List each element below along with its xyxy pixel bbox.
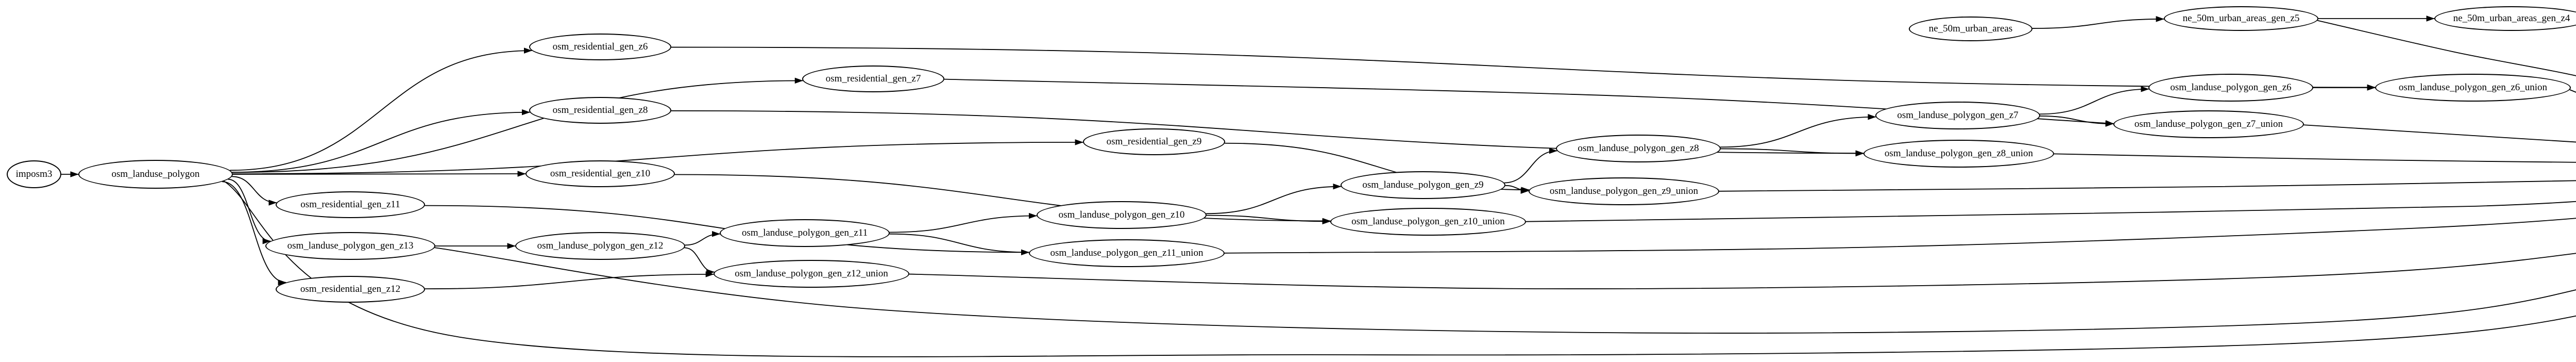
- edge-osm_residential_gen_z10-to-osm_landuse_polygon_gen_z10_union: [674, 174, 1331, 224]
- node-label: osm_residential_gen_z11: [300, 199, 400, 210]
- edge-osm_landuse_polygon-to-osm_residential_gen_z6: [230, 47, 533, 171]
- edge-osm_landuse_polygon_gen_z13-to-layer_landuse-z13: [434, 247, 2576, 334]
- node-ne_50m_urban_areas_gen_z5: ne_50m_urban_areas_gen_z5: [2164, 6, 2318, 31]
- edge-osm_landuse_polygon_gen_z11_union-to-layer_landuse-z11: [1224, 218, 2576, 254]
- edge-osm_landuse_polygon_gen_z7-to-osm_landuse_polygon_gen_z7_union: [2040, 116, 2114, 127]
- node-label: osm_landuse_polygon_gen_z7_union: [2134, 119, 2283, 129]
- node-label: osm_landuse_polygon_gen_z9_union: [1549, 186, 1699, 196]
- node-osm_residential_gen_z11: osm_residential_gen_z11: [276, 191, 425, 218]
- node-osm_landuse_polygon: osm_landuse_polygon: [78, 160, 233, 189]
- node-label: osm_landuse_polygon_gen_z12_union: [735, 268, 888, 279]
- edge-osm_landuse_polygon_gen_z11-to-osm_landuse_polygon_gen_z11_union: [889, 233, 1030, 256]
- edge-osm_landuse_polygon_gen_z7_union-to-layer_landuse-z7: [2303, 124, 2576, 143]
- edge-osm_landuse_polygon_gen_z9-to-osm_landuse_polygon_gen_z8: [1504, 147, 1557, 184]
- node-label: imposm3: [15, 169, 53, 179]
- node-label: osm_landuse_polygon_gen_z10: [1058, 209, 1185, 220]
- edge-osm_landuse_polygon_gen_z12_union-to-layer_landuse-z12: [909, 253, 2576, 289]
- edge-ne_50m_urban_areas-to-ne_50m_urban_areas_gen_z5: [2032, 16, 2164, 29]
- node-osm_landuse_polygon_gen_z9_union: osm_landuse_polygon_gen_z9_union: [1529, 177, 1719, 205]
- node-osm_landuse_polygon_gen_z8: osm_landuse_polygon_gen_z8: [1556, 135, 1721, 162]
- node-label: ne_50m_urban_areas_gen_z5: [2182, 13, 2300, 24]
- edge-osm_landuse_polygon-to-osm_residential_gen_z12: [222, 181, 286, 286]
- node-label: osm_landuse_polygon_gen_z10_union: [1351, 216, 1505, 227]
- node-osm_landuse_polygon_gen_z6_union: osm_landuse_polygon_gen_z6_union: [2375, 74, 2571, 102]
- node-osm_residential_gen_z12: osm_residential_gen_z12: [276, 276, 425, 303]
- node-osm_landuse_polygon_gen_z9: osm_landuse_polygon_gen_z9: [1341, 171, 1505, 199]
- node-label: osm_landuse_polygon_gen_z11_union: [1050, 248, 1204, 258]
- node-label: osm_landuse_polygon_gen_z12: [537, 240, 664, 251]
- node-osm_residential_gen_z7: osm_residential_gen_z7: [802, 65, 944, 92]
- edge-osm_landuse_polygon_gen_z8_union-to-layer_landuse-z8: [2054, 153, 2576, 163]
- node-ne_50m_urban_areas_gen_z4: ne_50m_urban_areas_gen_z4: [2434, 6, 2576, 31]
- node-label: osm_landuse_polygon_gen_z8_union: [1884, 148, 2033, 159]
- node-osm_landuse_polygon_gen_z12: osm_landuse_polygon_gen_z12: [515, 232, 685, 260]
- edge-osm_landuse_polygon_gen_z9_union-to-layer_landuse-z9: [1719, 180, 2576, 192]
- node-label: osm_landuse_polygon_gen_z8: [1578, 143, 1699, 154]
- node-label: ne_50m_urban_areas_gen_z4: [2453, 13, 2570, 24]
- edge-osm_landuse_polygon_gen_z12-to-osm_landuse_polygon_gen_z12_union: [684, 247, 715, 275]
- node-osm_landuse_polygon_gen_z6: osm_landuse_polygon_gen_z6: [2148, 74, 2313, 102]
- edge-osm_landuse_polygon_gen_z6_union-to-layer_landuse-z6: [2569, 89, 2576, 93]
- edge-osm_landuse_polygon_gen_z8-to-osm_landuse_polygon_gen_z7: [1720, 114, 1876, 148]
- node-label: osm_landuse_polygon_gen_z9: [1362, 179, 1484, 190]
- node-osm_residential_gen_z10: osm_residential_gen_z10: [526, 160, 675, 187]
- edge-osm_landuse_polygon-to-osm_residential_gen_z8: [232, 109, 531, 173]
- node-label: osm_residential_gen_z7: [825, 73, 921, 84]
- edge-osm_residential_gen_z12-to-osm_landuse_polygon_gen_z12_union: [425, 271, 714, 290]
- edge-ne_50m_urban_areas_gen_z5-to-layer_landuse-z5: [2317, 20, 2576, 76]
- node-label: osm_landuse_polygon_gen_z6: [2170, 82, 2292, 93]
- node-label: ne_50m_urban_areas: [1928, 23, 2013, 34]
- edge-osm_landuse_polygon-to-osm_landuse_polygon_gen_z13: [228, 178, 271, 244]
- node-osm_landuse_polygon_gen_z8_union: osm_landuse_polygon_gen_z8_union: [1863, 140, 2054, 168]
- node-label: osm_residential_gen_z6: [552, 41, 648, 52]
- node-osm_landuse_polygon_gen_z10_union: osm_landuse_polygon_gen_z10_union: [1330, 208, 1526, 236]
- edge-osm_landuse_polygon-to-osm_residential_gen_z9: [232, 139, 1083, 174]
- node-label: osm_residential_gen_z10: [550, 168, 651, 179]
- edge-osm_residential_gen_z6-to-osm_landuse_polygon_gen_z6_union: [671, 46, 2376, 91]
- node-osm_landuse_polygon_gen_z7: osm_landuse_polygon_gen_z7: [1875, 102, 2040, 129]
- node-label: osm_landuse_polygon_gen_z13: [287, 240, 414, 251]
- node-osm_landuse_polygon_gen_z10: osm_landuse_polygon_gen_z10: [1037, 201, 1207, 229]
- node-label: osm_residential_gen_z9: [1106, 136, 1202, 147]
- node-label: osm_landuse_polygon_gen_z11: [741, 227, 868, 238]
- node-ne_50m_urban_areas: ne_50m_urban_areas: [1909, 17, 2032, 41]
- node-osm_residential_gen_z8: osm_residential_gen_z8: [529, 97, 671, 124]
- node-osm_landuse_polygon_gen_z13: osm_landuse_polygon_gen_z13: [265, 232, 435, 260]
- edge-group: [61, 15, 2576, 357]
- edge-osm_landuse_polygon_gen_z10_union-to-layer_landuse-z10: [1526, 201, 2576, 222]
- node-label: osm_landuse_polygon: [111, 169, 200, 179]
- node-osm_residential_gen_z6: osm_residential_gen_z6: [529, 34, 671, 60]
- edge-osm_landuse_polygon_gen_z11-to-osm_landuse_polygon_gen_z10: [889, 212, 1037, 233]
- node-label: osm_landuse_polygon_gen_z7: [1897, 110, 2019, 121]
- node-osm_landuse_polygon_gen_z12_union: osm_landuse_polygon_gen_z12_union: [714, 260, 909, 288]
- node-label: osm_landuse_polygon_gen_z6_union: [2398, 82, 2548, 93]
- edge-osm_landuse_polygon-to-osm_residential_gen_z11: [232, 176, 277, 206]
- edge-osm_landuse_polygon_gen_z10-to-osm_landuse_polygon_gen_z9: [1206, 183, 1342, 215]
- edge-osm_landuse_polygon-to-osm_residential_gen_z7: [232, 77, 803, 173]
- node-label: osm_residential_gen_z12: [300, 284, 401, 294]
- node-osm_landuse_polygon_gen_z11: osm_landuse_polygon_gen_z11: [720, 219, 890, 247]
- edge-osm_landuse_polygon-to-layer_landuse-z14plus: [224, 180, 2576, 357]
- node-osm_landuse_polygon_gen_z7_union: osm_landuse_polygon_gen_z7_union: [2113, 110, 2304, 138]
- edge-osm_landuse_polygon_gen_z7-to-osm_landuse_polygon_gen_z6: [2040, 86, 2149, 115]
- node-imposm3: imposm3: [7, 160, 61, 188]
- node-label: osm_residential_gen_z8: [552, 105, 648, 116]
- node-osm_landuse_polygon_gen_z11_union: osm_landuse_polygon_gen_z11_union: [1029, 239, 1225, 267]
- edge-osm_landuse_polygon_gen_z12-to-osm_landuse_polygon_gen_z11: [685, 231, 721, 246]
- node-osm_residential_gen_z9: osm_residential_gen_z9: [1083, 128, 1225, 155]
